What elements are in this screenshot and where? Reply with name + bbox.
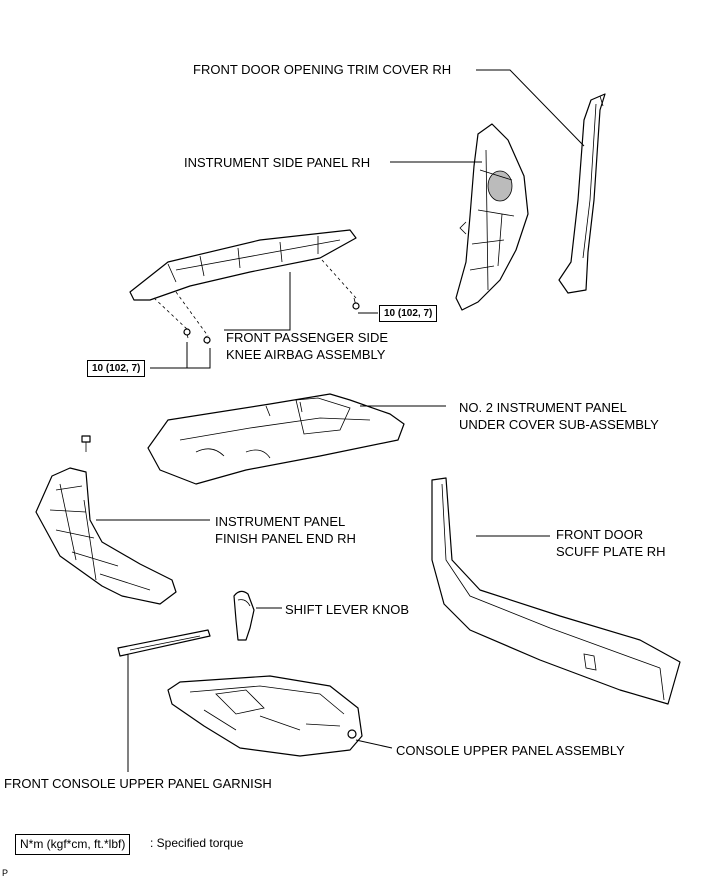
label-knee-airbag-line2: KNEE AIRBAG ASSEMBLY (226, 347, 386, 362)
under-cover-drawing (147, 393, 405, 485)
label-under-cover-line2: UNDER COVER SUB-ASSEMBLY (459, 417, 659, 432)
shift-lever-knob-drawing (233, 590, 255, 641)
corner-mark: P (2, 868, 9, 878)
instrument-side-panel-drawing (455, 123, 529, 311)
front-door-scuff-plate-drawing (431, 477, 681, 705)
knee-airbag-assembly-drawing (129, 229, 360, 345)
legend-unit-box: N*m (kgf*cm, ft.*lbf) (15, 834, 131, 855)
label-scuff-plate-line1: FRONT DOOR (556, 527, 644, 542)
torque-spec-box-right: 10 (102, 7) (379, 305, 438, 322)
label-under-cover-line1: NO. 2 INSTRUMENT PANEL (459, 400, 627, 415)
legend-description: : Specified torque (150, 836, 244, 850)
label-finish-panel-line1: INSTRUMENT PANEL (215, 514, 346, 529)
label-knee-airbag-line1: FRONT PASSENGER SIDE (226, 330, 389, 345)
console-upper-panel-drawing (167, 675, 363, 757)
label-scuff-plate-line2: SCUFF PLATE RH (556, 544, 666, 559)
console-garnish-drawing (117, 629, 211, 657)
front-door-opening-trim-cover-drawing (558, 93, 606, 294)
label-finish-panel-line2: FINISH PANEL END RH (215, 531, 356, 546)
label-instrument-side-panel: INSTRUMENT SIDE PANEL RH (184, 155, 371, 170)
finish-panel-end-drawing (35, 435, 177, 605)
leader-lines (96, 69, 585, 772)
label-shift-lever-knob: SHIFT LEVER KNOB (285, 602, 410, 617)
torque-spec-box-left: 10 (102, 7) (87, 360, 146, 377)
label-console-garnish: FRONT CONSOLE UPPER PANEL GARNISH (4, 776, 272, 791)
label-console-upper-panel: CONSOLE UPPER PANEL ASSEMBLY (396, 743, 625, 758)
label-front-door-opening-trim-cover: FRONT DOOR OPENING TRIM COVER RH (193, 62, 452, 77)
